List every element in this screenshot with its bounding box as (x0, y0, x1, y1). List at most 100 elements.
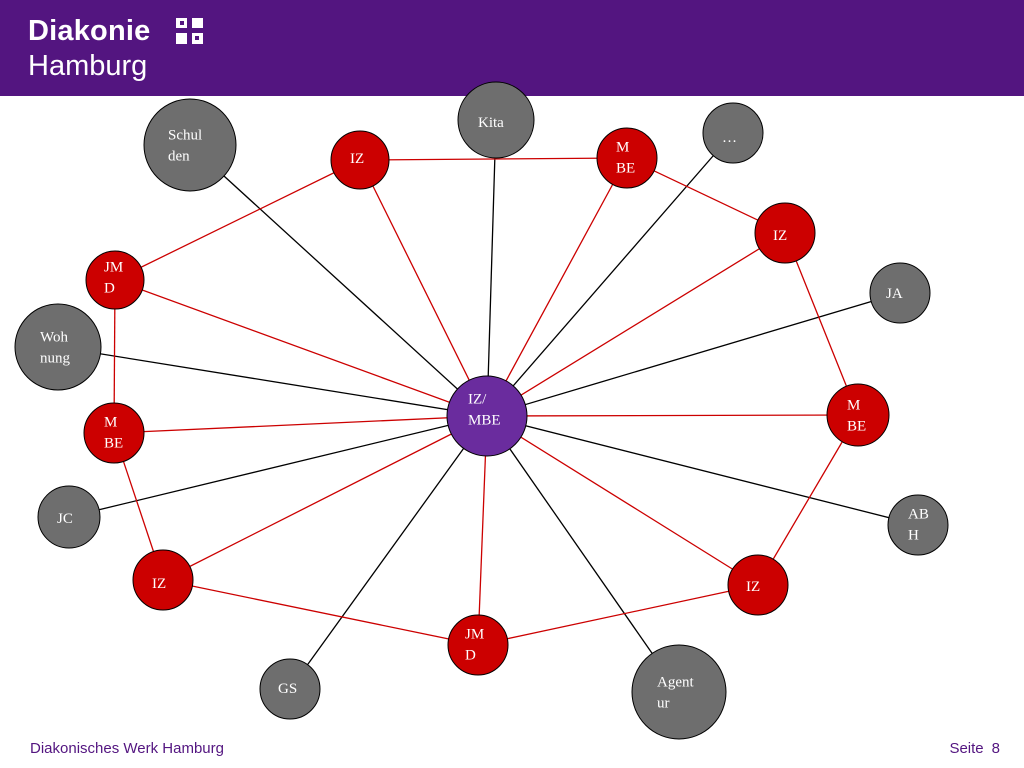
node-label-line: M (104, 415, 117, 431)
node-label-line: JM (465, 627, 484, 643)
node-label-line: GS (278, 681, 297, 697)
node-circle-mbe-right (826, 383, 890, 447)
node-circle-schulden (143, 98, 237, 192)
node-circle-mbe-left (83, 402, 145, 464)
node-kita: Kita (457, 81, 535, 159)
edge-center-wohnung (57, 346, 488, 417)
node-ja: JA (869, 262, 931, 324)
node-label-line: IZ/ (468, 392, 487, 408)
edge-center-gs (289, 415, 488, 690)
node-label-line: M (616, 140, 629, 156)
edge-center-jmd-left (114, 279, 488, 417)
node-circle-jmd-left (85, 250, 145, 310)
node-label-line: den (168, 149, 190, 165)
node-label-mbe-top: M BE (616, 140, 635, 177)
edge-center-agentur (486, 415, 680, 693)
node-gs: GS (259, 658, 321, 720)
edge-center-ja (486, 292, 901, 417)
node-label-line: nung (40, 351, 71, 367)
node-iz-right-bottom: IZ (727, 554, 789, 616)
node-iz-top: IZ (330, 130, 390, 190)
node-label-line: M (847, 398, 860, 414)
node-label-line: IZ (152, 576, 166, 592)
diakonie-logo-icon (176, 18, 203, 44)
node-label-line: Kita (478, 115, 504, 131)
node-label-kita: Kita (478, 115, 504, 131)
node-circle-ellipsis (702, 102, 764, 164)
node-label-center: IZ/MBE (468, 392, 501, 429)
node-circle-center (446, 375, 528, 457)
node-circle-iz-left-bottom (132, 549, 194, 611)
header-bar: Diakonie Hamburg (0, 0, 1024, 96)
brand-name: Diakonie (28, 15, 151, 47)
edge-center-iz-right-bottom (486, 415, 759, 586)
node-circle-ja (869, 262, 931, 324)
node-label-agentur: Agent ur (657, 675, 694, 712)
node-label-ellipsis: … (722, 130, 737, 146)
node-label-line: IZ (350, 151, 364, 167)
node-label-line: JA (886, 286, 903, 302)
edge-mbe-right-iz-right-bottom (757, 414, 859, 586)
edge-center-schulden (189, 144, 488, 417)
brand-city: Hamburg (28, 50, 148, 82)
edge-center-mbe-right (486, 414, 859, 417)
edge-iz-right-top-mbe-right (784, 232, 859, 416)
page-number: 8 (991, 740, 1000, 757)
node-label-iz-right-bottom: IZ (746, 579, 760, 595)
edge-jmd-left-iz-top (114, 159, 361, 281)
node-label-line: Schul (168, 128, 202, 144)
node-circle-iz-top (330, 130, 390, 190)
node-label-line: BE (104, 436, 123, 452)
node-label-line: D (104, 281, 115, 297)
node-label-line: BE (616, 161, 635, 177)
edge-center-jc (68, 415, 488, 518)
node-label-jc: JC (57, 511, 73, 527)
node-label-line: ur (657, 696, 670, 712)
edge-center-kita (486, 119, 497, 417)
node-label-iz-right-top: IZ (773, 228, 787, 244)
footer-page: Seite 8 (949, 740, 1000, 757)
edges-layer (57, 119, 919, 693)
node-label-line: IZ (746, 579, 760, 595)
node-label-iz-top: IZ (350, 151, 364, 167)
edge-jmd-bottom-iz-left-bottom (162, 579, 479, 646)
node-label-line: IZ (773, 228, 787, 244)
node-label-line: … (722, 130, 737, 146)
node-label-jmd-left: JM D (104, 260, 123, 297)
edge-iz-right-bottom-jmd-bottom (477, 584, 759, 646)
node-circle-gs (259, 658, 321, 720)
edge-center-iz-right-top (486, 232, 786, 417)
node-circle-jmd-bottom (447, 614, 509, 676)
node-label-line: Agent (657, 675, 694, 691)
node-schulden: Schul den (143, 98, 237, 192)
edge-center-mbe-top (486, 157, 628, 417)
node-jc: JC (37, 485, 101, 549)
node-iz-left-bottom: IZ (132, 549, 194, 611)
node-label-mbe-left: M BE (104, 415, 123, 452)
page-label: Seite (949, 740, 984, 757)
edge-center-mbe-left (113, 415, 488, 434)
node-center: IZ/MBE (446, 375, 528, 457)
node-circle-mbe-top (596, 127, 658, 189)
node-iz-right-top: IZ (754, 202, 816, 264)
node-label-line: MBE (468, 413, 501, 429)
node-ellipsis: … (702, 102, 764, 164)
node-label-line: H (908, 528, 919, 544)
node-circle-jc (37, 485, 101, 549)
edge-center-iz-top (359, 159, 488, 417)
node-circle-kita (457, 81, 535, 159)
node-label-line: JM (104, 260, 123, 276)
node-circle-abh (887, 494, 949, 556)
node-label-line: D (465, 648, 476, 664)
edge-center-ellipsis (486, 132, 734, 417)
node-label-schulden: Schul den (168, 128, 202, 165)
footer-organization: Diakonisches Werk Hamburg (30, 740, 224, 757)
node-label-jmd-bottom: JM D (465, 627, 484, 664)
node-label-line: JC (57, 511, 73, 527)
